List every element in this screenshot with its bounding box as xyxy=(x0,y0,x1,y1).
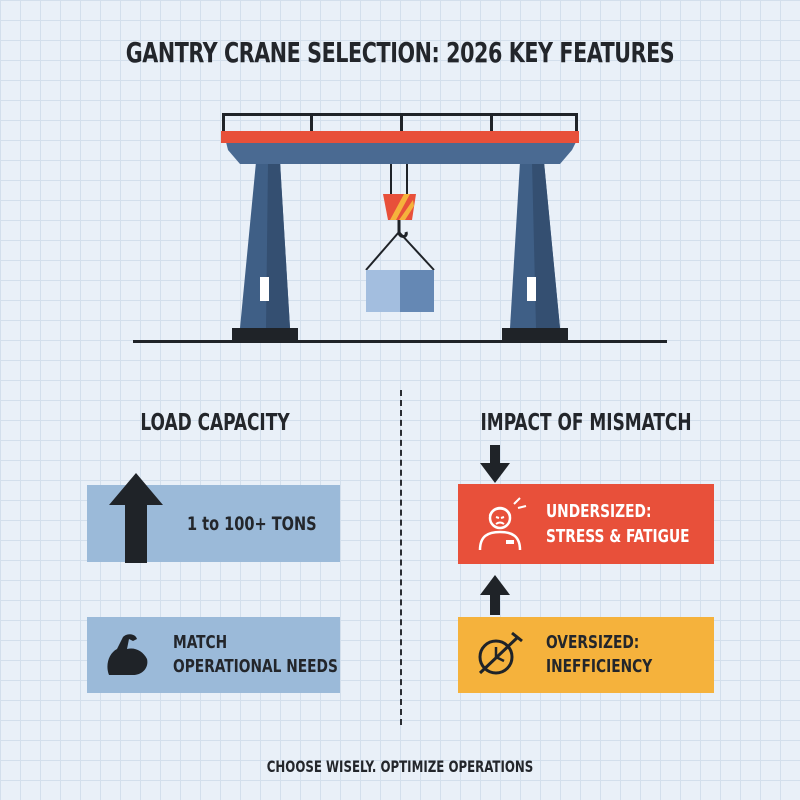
footer-tagline: CHOOSE WISELY. OPTIMIZE OPERATIONS xyxy=(266,757,534,776)
crane-leg-window-left xyxy=(260,277,269,301)
arrow-down-icon xyxy=(480,445,510,483)
oversized-label: OVERSIZED: xyxy=(546,632,640,653)
undersized-label: UNDERSIZED: xyxy=(546,501,652,522)
operational-needs-text: OPERATIONAL NEEDS xyxy=(173,656,338,677)
oversized-box: OVERSIZED: INEFFICIENCY xyxy=(458,617,714,693)
ground-line xyxy=(133,340,667,343)
load-box-right xyxy=(400,270,434,312)
crane-girder xyxy=(226,142,576,164)
page-title: GANTRY CRANE SELECTION: 2026 KEY FEATURE… xyxy=(125,36,675,69)
stressed-worker-icon xyxy=(478,497,527,551)
capacity-text: 1 to 100+ TONS xyxy=(187,513,317,535)
gantry-crane-illustration xyxy=(133,113,667,343)
inefficiency-text: INEFFICIENCY xyxy=(546,656,653,677)
crane-leg-window-right xyxy=(527,277,536,301)
capacity-box: 1 to 100+ TONS xyxy=(87,473,340,563)
hoist-cable-right xyxy=(406,164,408,196)
arrow-up-icon xyxy=(109,473,163,563)
crane-red-beam xyxy=(221,131,579,143)
load-box-left xyxy=(366,270,400,312)
flexed-bicep-icon xyxy=(107,634,148,675)
arrow-up-small-icon xyxy=(480,575,510,615)
crane-foot-left xyxy=(232,328,298,342)
operational-needs-box: MATCH OPERATIONAL NEEDS xyxy=(87,617,340,693)
hoist-cable-left xyxy=(390,164,392,196)
impact-of-mismatch-heading: IMPACT OF MISMATCH xyxy=(480,410,692,436)
match-text: MATCH xyxy=(173,632,228,653)
crane-foot-right xyxy=(502,328,568,342)
no-dial-icon xyxy=(478,631,523,675)
column-divider xyxy=(400,390,402,725)
load-capacity-heading: LOAD CAPACITY xyxy=(140,410,290,436)
stress-fatigue-text: STRESS & FATIGUE xyxy=(546,526,690,547)
undersized-box: UNDERSIZED: STRESS & FATIGUE xyxy=(458,484,714,564)
